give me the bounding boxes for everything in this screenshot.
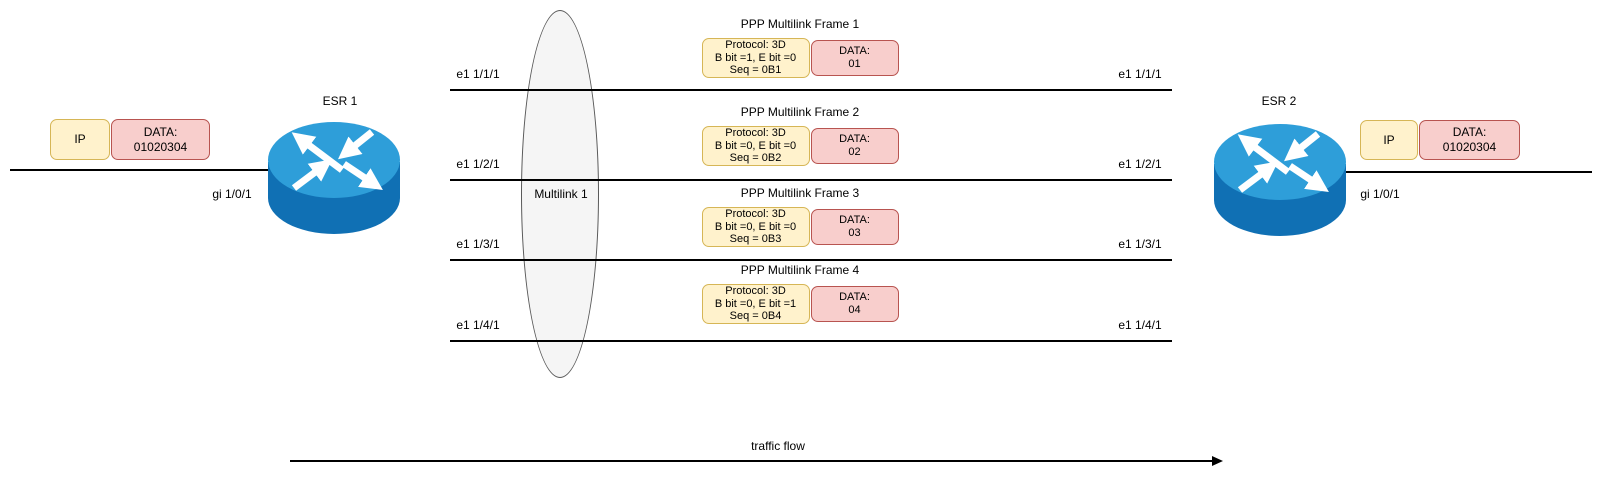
traffic-flow-label: traffic flow <box>751 439 805 453</box>
protocol-line: B bit =0, E bit =0 <box>714 139 797 152</box>
frame-title: PPP Multilink Frame 2 <box>740 105 860 119</box>
router-label-esr1: ESR 1 <box>322 94 358 108</box>
protocol-line: Seq = 0B3 <box>729 233 782 246</box>
data-label: DATA: <box>1452 125 1487 139</box>
protocol-line: B bit =0, E bit =0 <box>714 220 797 233</box>
e1-link-line-3 <box>450 259 1172 261</box>
ppp-frame-4: PPP Multilink Frame 4 Protocol: 3D B bit… <box>660 262 940 324</box>
traffic-flow-arrow-line <box>290 460 1212 462</box>
data-label: DATA: <box>839 214 870 226</box>
data-value: 01020304 <box>1442 140 1497 154</box>
e1-link-line-4 <box>450 340 1172 342</box>
port-label-left-4: e1 1/4/1 <box>456 318 500 332</box>
port-label-right-4: e1 1/4/1 <box>1118 318 1162 332</box>
e1-link-line-2 <box>450 179 1172 181</box>
router-label-esr2: ESR 2 <box>1261 94 1297 108</box>
data-box: DATA: 01 <box>810 40 899 76</box>
data-label: DATA: <box>839 133 870 145</box>
protocol-line: B bit =0, E bit =1 <box>714 297 797 310</box>
protocol-line: Seq = 0B2 <box>729 152 782 165</box>
data-value: 01 <box>848 58 861 70</box>
protocol-box: Protocol: 3D B bit =1, E bit =0 Seq = 0B… <box>701 38 810 78</box>
protocol-line: Protocol: 3D <box>725 127 786 140</box>
port-label-left-3: e1 1/3/1 <box>456 237 500 251</box>
gi-interface-label-left: gi 1/0/1 <box>212 187 252 201</box>
protocol-line: Protocol: 3D <box>725 39 786 52</box>
protocol-line: Protocol: 3D <box>725 208 786 221</box>
multilink-bundle-ellipse <box>521 10 599 378</box>
e1-link-line-1 <box>450 89 1172 91</box>
protocol-box: Protocol: 3D B bit =0, E bit =0 Seq = 0B… <box>701 126 810 166</box>
ppp-frame-2: PPP Multilink Frame 2 Protocol: 3D B bit… <box>660 104 940 166</box>
frame-title: PPP Multilink Frame 3 <box>740 186 860 200</box>
port-label-right-2: e1 1/2/1 <box>1118 157 1162 171</box>
port-label-right-1: e1 1/1/1 <box>1118 67 1162 81</box>
data-value: 03 <box>848 227 861 239</box>
port-label-left-1: e1 1/1/1 <box>456 67 500 81</box>
traffic-flow-arrowhead-icon <box>1212 455 1223 466</box>
data-box: DATA: 02 <box>810 128 899 164</box>
frame-title: PPP Multilink Frame 1 <box>740 17 860 31</box>
data-value: 04 <box>848 304 861 316</box>
gi-link-line-left <box>10 169 268 171</box>
protocol-line: Protocol: 3D <box>725 285 786 298</box>
data-value: 01020304 <box>133 139 188 154</box>
frame-title: PPP Multilink Frame 4 <box>740 263 860 277</box>
data-label: DATA: <box>839 291 870 303</box>
port-label-right-3: e1 1/3/1 <box>1118 237 1162 251</box>
router-icon-esr1 <box>268 122 400 234</box>
port-label-left-2: e1 1/2/1 <box>456 157 500 171</box>
multilink-bundle-label: Multilink 1 <box>534 187 588 201</box>
gi-interface-label-right: gi 1/0/1 <box>1360 187 1400 201</box>
data-label: DATA: <box>143 124 178 139</box>
data-box: DATA: 03 <box>810 209 899 245</box>
router-icon-esr2 <box>1214 124 1346 236</box>
data-value: 02 <box>848 146 861 158</box>
gi-link-line-right <box>1346 171 1592 173</box>
protocol-line: Seq = 0B1 <box>729 64 782 77</box>
protocol-line: B bit =1, E bit =0 <box>714 51 797 64</box>
protocol-box: Protocol: 3D B bit =0, E bit =1 Seq = 0B… <box>701 284 810 324</box>
data-box: DATA: 04 <box>810 286 899 322</box>
protocol-box: Protocol: 3D B bit =0, E bit =0 Seq = 0B… <box>701 207 810 247</box>
ip-data-box-right: DATA: 01020304 <box>1419 120 1520 160</box>
data-label: DATA: <box>839 45 870 57</box>
ppp-frame-3: PPP Multilink Frame 3 Protocol: 3D B bit… <box>660 185 940 247</box>
ip-data-box-left: DATA: 01020304 <box>111 119 210 160</box>
ppp-frame-1: PPP Multilink Frame 1 Protocol: 3D B bit… <box>660 16 940 78</box>
ip-header-box-right: IP <box>1360 120 1418 160</box>
protocol-line: Seq = 0B4 <box>729 310 782 323</box>
ip-header-box-left: IP <box>50 119 110 160</box>
